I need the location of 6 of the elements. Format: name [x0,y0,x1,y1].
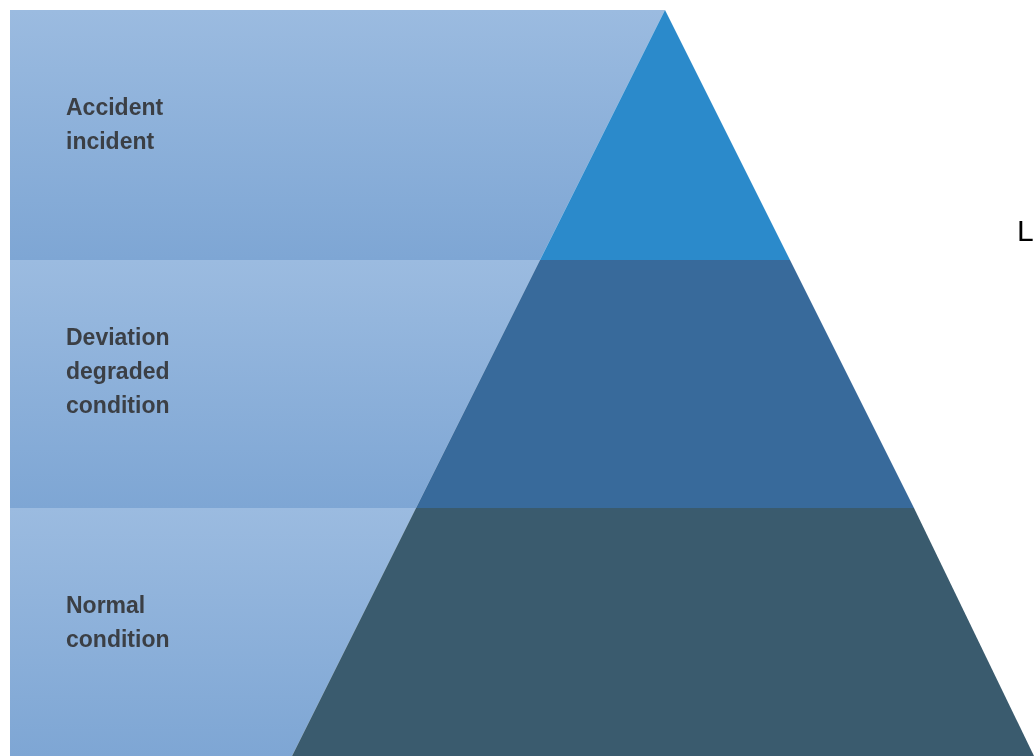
tier-label: Accident incident [66,93,165,156]
tier-band [10,508,292,756]
cut-off-label: L [1017,214,1034,248]
tier-band [10,260,416,508]
tier-label: Normal condition [66,591,171,654]
tier-label: Deviation degraded condition [66,323,171,420]
